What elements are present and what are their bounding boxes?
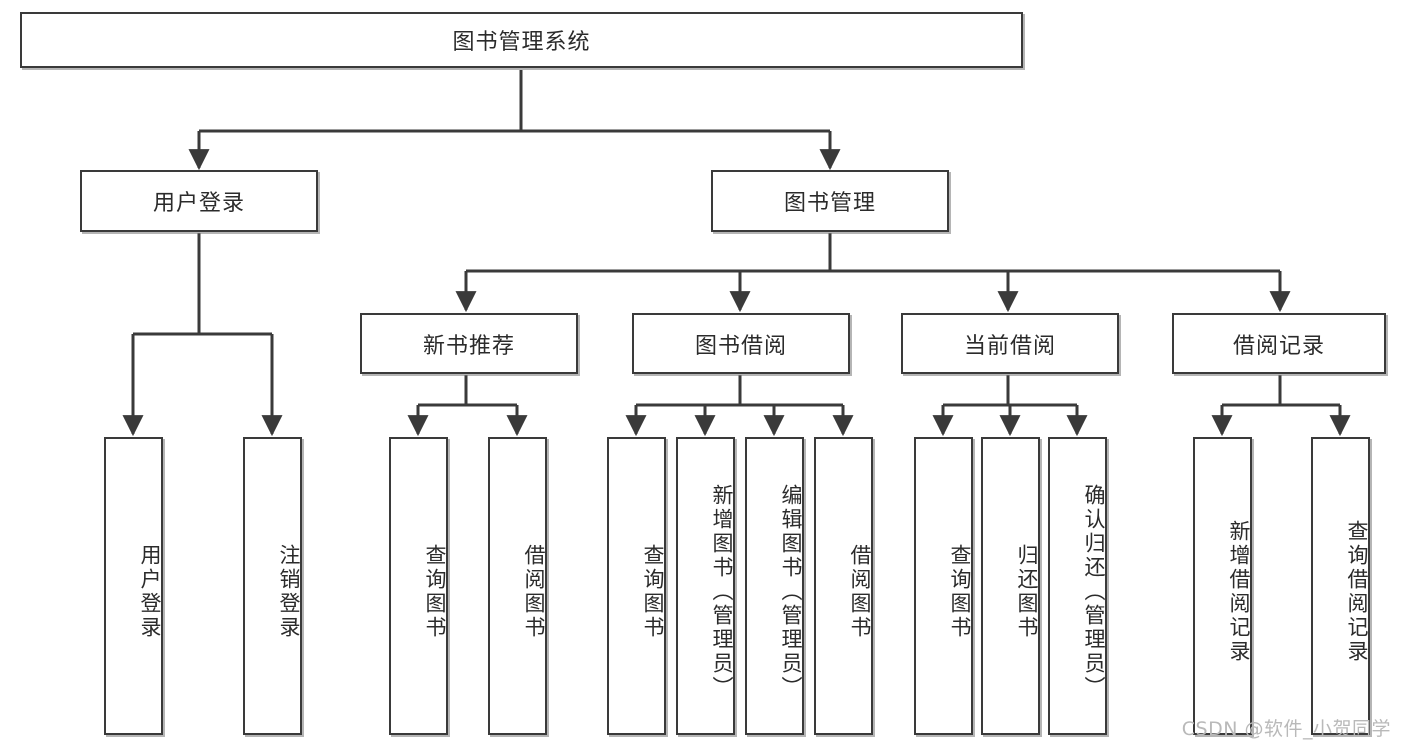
node-leaf-bb-add-book[interactable]: 新增图书（管理员） bbox=[676, 437, 735, 735]
node-leaf-cb-confirm-return-label: 确认归还（管理员） bbox=[1082, 484, 1106, 700]
node-book-manage[interactable]: 图书管理 bbox=[711, 170, 949, 232]
node-borrow-record-label: 借阅记录 bbox=[1232, 333, 1325, 359]
node-leaf-br-add-record[interactable]: 新增借阅记录 bbox=[1193, 437, 1252, 735]
node-leaf-logout-label: 注销登录 bbox=[277, 544, 301, 640]
node-leaf-logout[interactable]: 注销登录 bbox=[243, 437, 302, 735]
node-borrow-record[interactable]: 借阅记录 bbox=[1172, 313, 1386, 374]
node-current-borrow-label: 当前借阅 bbox=[963, 333, 1056, 359]
node-leaf-bb-add-book-label: 新增图书（管理员） bbox=[710, 484, 734, 700]
node-new-book-recommend[interactable]: 新书推荐 bbox=[360, 313, 578, 374]
node-leaf-nbr-query-book-label: 查询图书 bbox=[423, 544, 447, 640]
node-leaf-nbr-borrow-book-label: 借阅图书 bbox=[522, 544, 546, 640]
node-user-login-label: 用户登录 bbox=[152, 191, 245, 216]
node-leaf-cb-query-book[interactable]: 查询图书 bbox=[914, 437, 973, 735]
node-current-borrow[interactable]: 当前借阅 bbox=[901, 313, 1119, 374]
node-book-borrow[interactable]: 图书借阅 bbox=[632, 313, 850, 374]
node-root[interactable]: 图书管理系统 bbox=[20, 12, 1023, 68]
node-book-borrow-label: 图书借阅 bbox=[694, 333, 787, 359]
node-leaf-bb-borrow-book[interactable]: 借阅图书 bbox=[814, 437, 873, 735]
node-leaf-nbr-query-book[interactable]: 查询图书 bbox=[389, 437, 448, 735]
node-leaf-cb-confirm-return[interactable]: 确认归还（管理员） bbox=[1048, 437, 1107, 735]
node-leaf-cb-return-book[interactable]: 归还图书 bbox=[981, 437, 1040, 735]
node-leaf-cb-query-book-label: 查询图书 bbox=[948, 544, 972, 640]
node-leaf-bb-query-book-label: 查询图书 bbox=[641, 544, 665, 640]
node-leaf-br-add-record-label: 新增借阅记录 bbox=[1227, 520, 1251, 664]
node-leaf-bb-borrow-book-label: 借阅图书 bbox=[848, 544, 872, 640]
node-user-login[interactable]: 用户登录 bbox=[80, 170, 318, 232]
csdn-watermark: CSDN @软件_小贺同学 bbox=[1181, 718, 1391, 740]
node-leaf-bb-edit-book[interactable]: 编辑图书（管理员） bbox=[745, 437, 804, 735]
node-new-book-recommend-label: 新书推荐 bbox=[422, 333, 515, 359]
node-leaf-user-login-label: 用户登录 bbox=[138, 544, 162, 640]
node-leaf-bb-query-book[interactable]: 查询图书 bbox=[607, 437, 666, 735]
node-leaf-br-query-record-label: 查询借阅记录 bbox=[1345, 520, 1369, 664]
node-book-manage-label: 图书管理 bbox=[783, 191, 876, 216]
node-leaf-br-query-record[interactable]: 查询借阅记录 bbox=[1311, 437, 1370, 735]
node-leaf-cb-return-book-label: 归还图书 bbox=[1015, 544, 1039, 640]
node-leaf-user-login[interactable]: 用户登录 bbox=[104, 437, 163, 735]
node-leaf-bb-edit-book-label: 编辑图书（管理员） bbox=[779, 484, 803, 700]
node-root-label: 图书管理系统 bbox=[452, 30, 591, 55]
node-leaf-nbr-borrow-book[interactable]: 借阅图书 bbox=[488, 437, 547, 735]
